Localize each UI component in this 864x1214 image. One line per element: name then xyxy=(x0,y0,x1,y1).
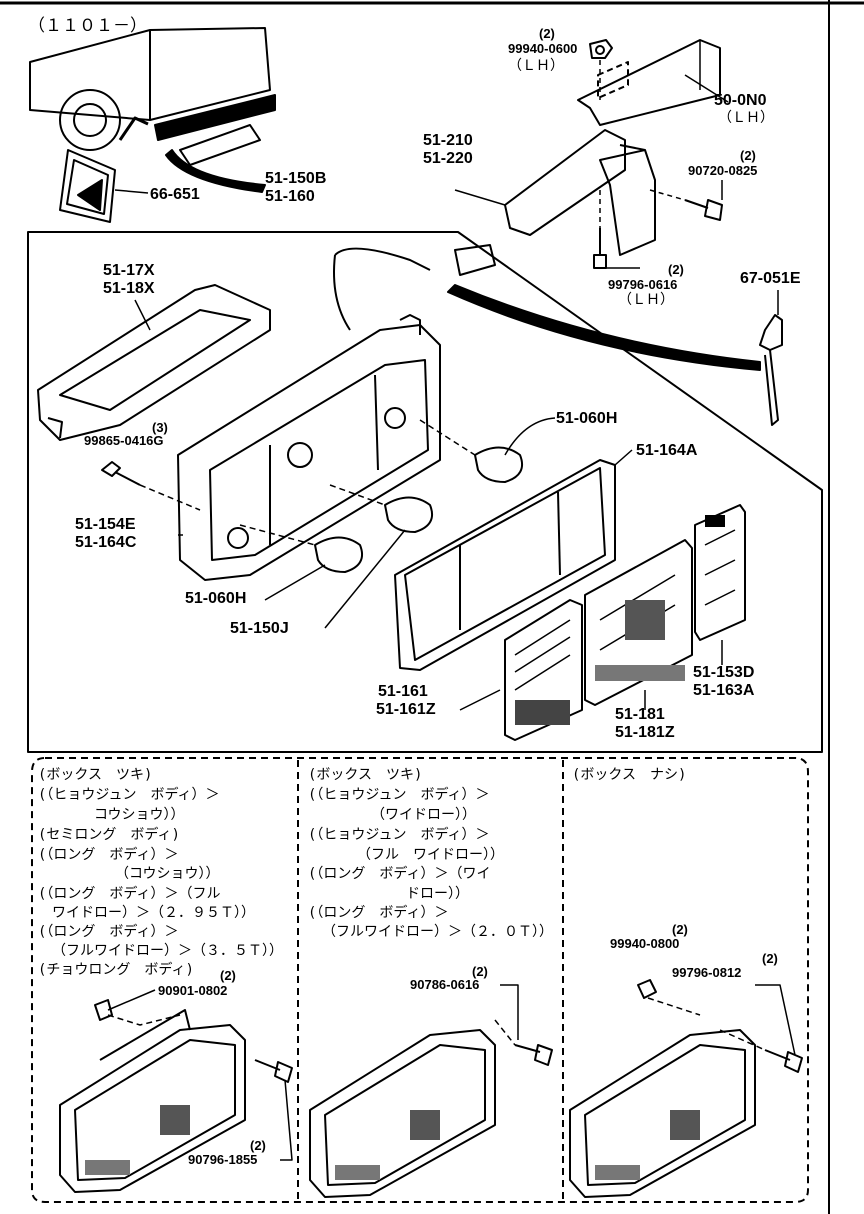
bulb-51-060h-top xyxy=(419,417,556,483)
variant-middle-line: （フル ワイドロー）） xyxy=(308,847,504,863)
part-90796-1855[interactable]: 90796-1855 xyxy=(188,1152,258,1167)
bolt-99796-0616 xyxy=(593,190,640,269)
lens-51-17x xyxy=(37,284,271,441)
part-51-164a[interactable]: 51-164A xyxy=(636,442,698,459)
bolt-90720-0825 xyxy=(649,180,723,221)
qty-90786-0616: (2) xyxy=(472,964,488,979)
lamp-assembly-right xyxy=(569,979,803,1198)
variant-middle-line: (（ヒョウジュン ボディ）＞ xyxy=(308,787,490,803)
part-51-161z[interactable]: 51-161Z xyxy=(376,701,436,718)
part-99796-0812[interactable]: 99796-0812 xyxy=(672,965,742,980)
nut-99940-0600 xyxy=(589,39,613,100)
variant-left-line: (（ヒョウジュン ボディ）＞ xyxy=(38,787,220,803)
variant-left-line: (（ロング ボディ）＞ xyxy=(38,847,179,863)
variant-box xyxy=(31,757,809,1203)
qty-90901-0802: (2) xyxy=(220,968,236,983)
lens-51-161 xyxy=(459,599,583,741)
side-99796-0616: （ＬＨ） xyxy=(618,292,674,308)
variant-left-line: (チョウロング ボディ) xyxy=(38,962,194,978)
part-51-181[interactable]: 51-181 xyxy=(615,706,665,723)
part-51-18x[interactable]: 51-18X xyxy=(103,280,155,297)
part-51-181z[interactable]: 51-181Z xyxy=(615,724,675,741)
part-51-161[interactable]: 51-161 xyxy=(378,683,428,700)
bracket-51-210 xyxy=(454,129,656,256)
part-51-060h-bottom[interactable]: 51-060H xyxy=(185,590,247,607)
part-99865-0416g[interactable]: 99865-0416G xyxy=(84,433,164,448)
lamp-housing-51-154e xyxy=(177,244,496,581)
variant-left-line: （コウショウ）） xyxy=(38,866,220,882)
qty-99796-0616: (2) xyxy=(668,262,684,277)
part-67-051e[interactable]: 67-051E xyxy=(740,270,801,287)
part-66-651[interactable]: 66-651 xyxy=(150,186,200,203)
part-51-164c[interactable]: 51-164C xyxy=(75,534,137,551)
truck-rear-illustration xyxy=(29,27,276,166)
qty-90720-0825: (2) xyxy=(740,148,756,163)
part-90901-0802[interactable]: 90901-0802 xyxy=(158,983,228,998)
variant-left-line: (（ロング ボディ）＞（フル xyxy=(38,886,221,902)
part-90720-0825[interactable]: 90720-0825 xyxy=(688,163,758,178)
part-51-150b[interactable]: 51-150B xyxy=(265,170,327,187)
qty-99940-0800: (2) xyxy=(672,922,688,937)
qty-90796-1855: (2) xyxy=(250,1138,266,1153)
lens-51-153d xyxy=(694,504,746,665)
part-51-160[interactable]: 51-160 xyxy=(265,188,315,205)
variant-left-line: (ボックス ツキ) xyxy=(38,767,153,783)
part-99940-0600[interactable]: 99940-0600 xyxy=(508,41,578,56)
qty-99865-0416g: (3) xyxy=(152,420,168,435)
variant-middle-line: (ボックス ツキ) xyxy=(308,767,423,783)
variant-left-line: コウショウ）） xyxy=(38,807,185,823)
part-99940-0800[interactable]: 99940-0800 xyxy=(610,936,680,951)
part-51-163a[interactable]: 51-163A xyxy=(693,682,755,699)
lens-51-181 xyxy=(584,539,693,710)
side-99940-0600: （ＬＨ） xyxy=(508,58,564,74)
variant-left-line: (セミロング ボディ) xyxy=(38,827,180,843)
variant-middle-line: ドロー）） xyxy=(308,886,469,902)
qty-99940-0600: (2) xyxy=(539,26,555,41)
part-51-153d[interactable]: 51-153D xyxy=(693,664,755,681)
part-51-150j[interactable]: 51-150J xyxy=(230,620,289,637)
variant-middle-line: (（ロング ボディ）＞（ワイ xyxy=(308,866,491,882)
part-51-220[interactable]: 51-220 xyxy=(423,150,473,167)
variant-middle-line: （フルワイドロー）＞（２．０Ｔ）） xyxy=(322,924,553,940)
reflector-66-651 xyxy=(59,149,149,223)
part-50-0n0[interactable]: 50-0N0 xyxy=(714,92,767,109)
variant-middle-line: （ワイドロー）） xyxy=(308,807,476,823)
callout-harness-to-clip xyxy=(447,284,761,371)
variant-right-line: (ボックス ナシ) xyxy=(572,767,687,783)
variant-left-line: ワイドロー）＞（２．９５Ｔ）） xyxy=(38,905,255,921)
lamp-assembly-middle xyxy=(309,984,553,1198)
model-year-code: （１１０１－） xyxy=(28,16,147,36)
gasket-51-164a xyxy=(394,449,633,671)
part-90786-0616[interactable]: 90786-0616 xyxy=(410,977,480,992)
lamp-assembly-left xyxy=(59,989,293,1193)
bracket-50-0n0 xyxy=(577,39,729,126)
part-51-060h-top[interactable]: 51-060H xyxy=(556,410,618,427)
bulb-51-150j xyxy=(324,484,434,629)
part-99796-0616[interactable]: 99796-0616 xyxy=(608,277,678,292)
part-51-154e[interactable]: 51-154E xyxy=(75,516,136,533)
bulb-51-060h-bottom xyxy=(239,524,364,601)
main-assembly-box xyxy=(27,231,823,753)
part-51-17x[interactable]: 51-17X xyxy=(103,262,155,279)
screw-99865-0416g xyxy=(101,461,201,511)
callout-truck-to-lamp xyxy=(165,149,266,193)
clip-67-051e xyxy=(759,290,783,426)
variant-middle-line: (（ヒョウジュン ボディ）＞ xyxy=(308,827,490,843)
variant-left-line: （フルワイドロー）＞（３．５Ｔ）） xyxy=(52,943,283,959)
variant-middle-line: (（ロング ボディ）＞ xyxy=(308,905,449,921)
side-50-0n0: （ＬＨ） xyxy=(718,110,774,126)
qty-99796-0812: (2) xyxy=(762,951,778,966)
part-51-210[interactable]: 51-210 xyxy=(423,132,473,149)
variant-left-line: (（ロング ボディ）＞ xyxy=(38,924,179,940)
